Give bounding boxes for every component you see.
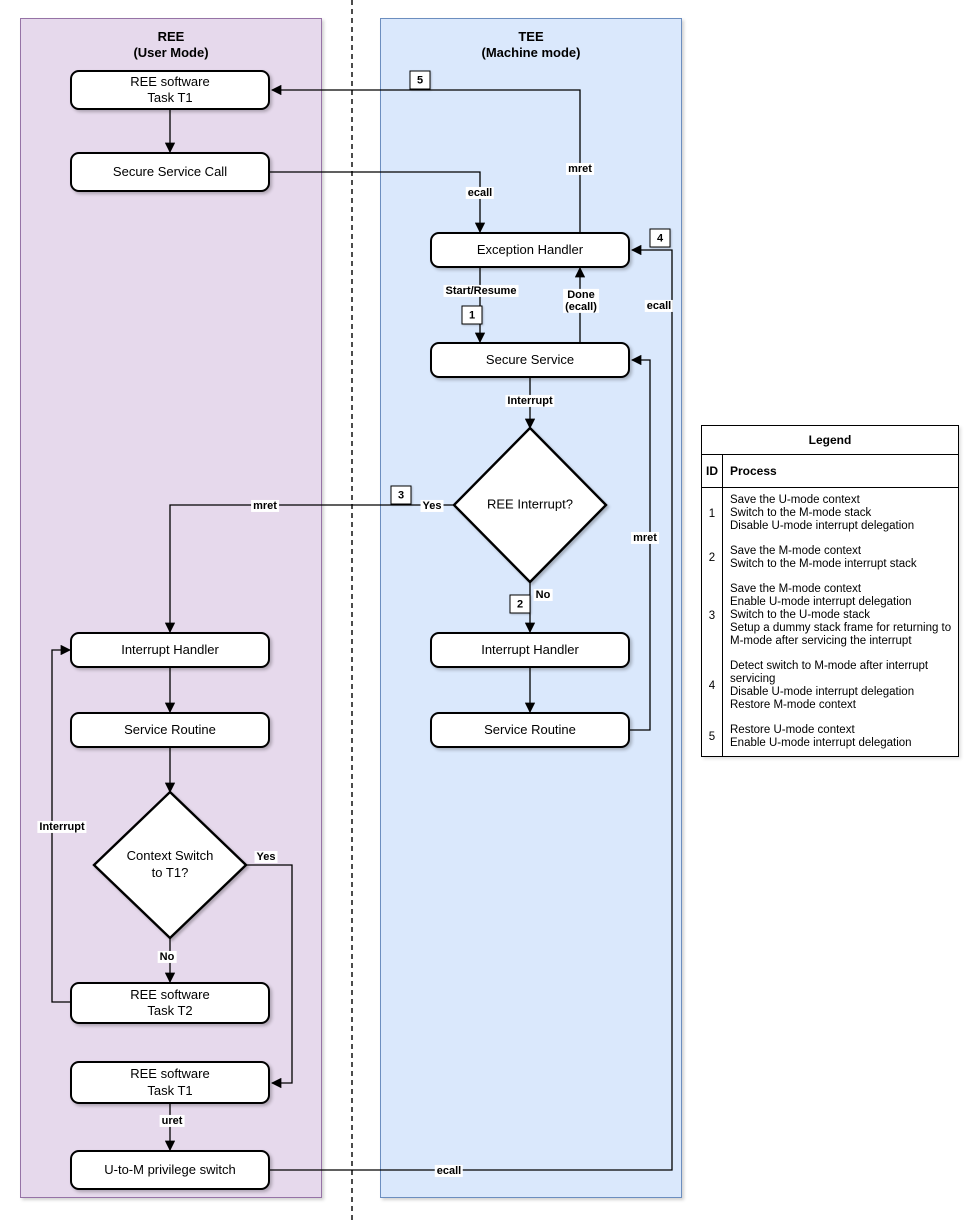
legend-col-id: ID (702, 455, 723, 487)
legend-table: Legend ID Process 1 Save the U-mode cont… (701, 425, 959, 757)
legend-row-id: 5 (702, 718, 723, 756)
edge-label-no-tee: No (533, 588, 553, 602)
legend-row-3: 3 Save the M-mode context Enable U-mode … (702, 577, 958, 654)
node-ree-task-t1-top: REE software Task T1 (70, 70, 270, 110)
edge-label-mret-to-ree: mret (251, 499, 279, 513)
node-secure-service: Secure Service (430, 342, 630, 378)
edge-label-mret-return: mret (566, 162, 594, 176)
legend-col-process: Process (730, 464, 777, 478)
node-ree-task-t1-bottom: REE software Task T1 (70, 1061, 270, 1104)
label-ree-interrupt-decision: REE Interrupt? (487, 496, 573, 512)
step-badge-5: 5 (409, 70, 431, 90)
step-badge-4: 4 (649, 228, 671, 248)
legend-row-process: Save the U-mode context Switch to the M-… (730, 494, 915, 532)
step-badge-3: 3 (390, 485, 412, 505)
node-ree-interrupt-handler: Interrupt Handler (70, 632, 270, 668)
node-exception-handler: Exception Handler (430, 232, 630, 268)
legend-row-process: Restore U-mode context Enable U-mode int… (730, 724, 912, 749)
tee-region-title: TEE (Machine mode) (481, 29, 581, 61)
legend-row-id: 3 (702, 577, 723, 654)
edge-label-uret: uret (159, 1114, 185, 1128)
label-context-switch-decision: Context Switch to T1? (126, 848, 214, 880)
edge-label-yes-tee: Yes (420, 499, 444, 513)
edge-label-yes-ree: Yes (254, 850, 278, 864)
legend-row-2: 2 Save the M-mode context Switch to the … (702, 539, 958, 577)
legend-row-process: Save the M-mode context Enable U-mode in… (730, 583, 952, 647)
legend-row-id: 2 (702, 539, 723, 577)
legend-header-row: ID Process (702, 455, 958, 488)
legend-row-process: Detect switch to M-mode after interrupt … (730, 660, 929, 711)
legend-row-5: 5 Restore U-mode context Enable U-mode i… (702, 718, 958, 756)
edge-label-interrupt-ree: Interrupt (37, 820, 87, 834)
node-tee-interrupt-handler: Interrupt Handler (430, 632, 630, 668)
legend-title: Legend (702, 426, 958, 455)
node-ree-service-routine: Service Routine (70, 712, 270, 748)
ree-region-title: REE (User Mode) (133, 29, 209, 61)
node-tee-service-routine: Service Routine (430, 712, 630, 748)
edge-label-ecall-right: ecall (644, 299, 674, 313)
edge-label-interrupt-tee: Interrupt (505, 394, 555, 408)
edge-label-done-ecall: Done (ecall) (563, 288, 599, 314)
legend-row-id: 1 (702, 488, 723, 539)
edge-label-ecall-bottom: ecall (434, 1164, 464, 1178)
legend-row-id: 4 (702, 654, 723, 718)
edge-label-no-ree: No (157, 950, 177, 964)
legend-row-1: 1 Save the U-mode context Switch to the … (702, 488, 958, 539)
legend-row-4: 4 Detect switch to M-mode after interrup… (702, 654, 958, 718)
node-u-to-m-privilege-switch: U-to-M privilege switch (70, 1150, 270, 1190)
node-secure-service-call: Secure Service Call (70, 152, 270, 192)
tee-region: TEE (Machine mode) (380, 18, 682, 1198)
legend-row-process: Save the M-mode context Switch to the M-… (730, 545, 917, 570)
edge-label-ecall-call: ecall (465, 186, 495, 200)
edge-label-start-resume: Start/Resume (443, 284, 519, 298)
step-badge-1: 1 (461, 305, 483, 325)
node-ree-task-t2: REE software Task T2 (70, 982, 270, 1024)
step-badge-2: 2 (509, 594, 531, 614)
edge-label-mret-loop: mret (631, 531, 659, 545)
